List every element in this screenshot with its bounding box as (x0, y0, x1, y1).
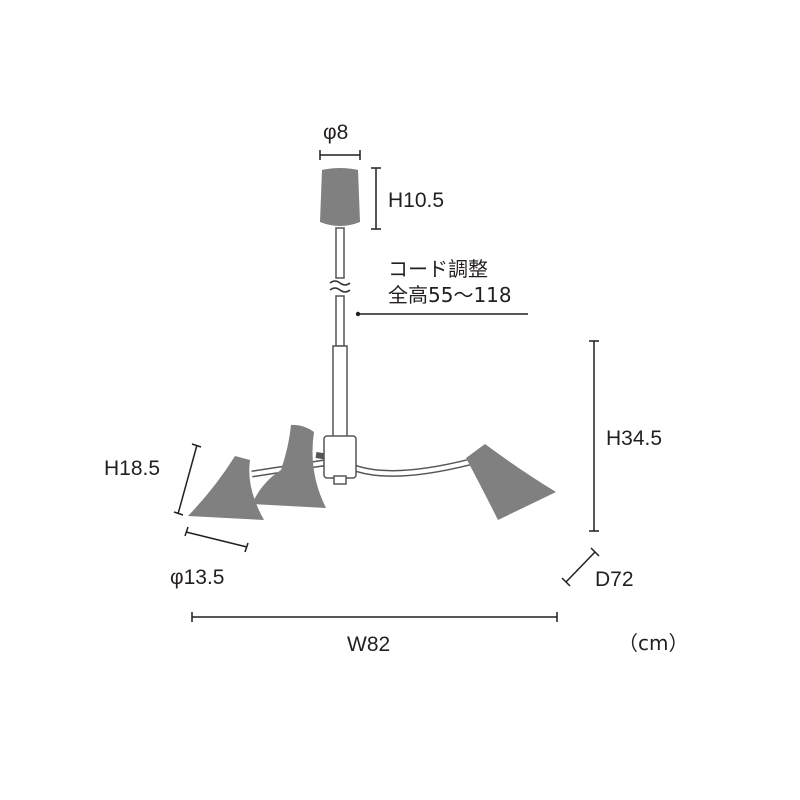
canopy-diameter-line (319, 150, 361, 160)
center-stem (332, 345, 348, 439)
ceiling-canopy (320, 168, 360, 226)
right-arm-inner (351, 460, 471, 476)
depth-label: D72 (595, 568, 634, 591)
canopy-diameter-label: φ8 (323, 121, 349, 144)
unit-label: （cm） (618, 631, 689, 655)
body-height-label: H34.5 (606, 427, 663, 450)
pendant-lamp-drawing (188, 168, 556, 520)
body-height-line (589, 340, 599, 532)
shade-diameter-label: φ13.5 (170, 566, 225, 589)
upper-cord (335, 227, 345, 279)
dimension-lines (173, 150, 600, 622)
front-shade (252, 424, 326, 508)
total-height-range-label: 全高55〜118 (388, 283, 512, 307)
cord-adjust-label: コード調整 (388, 257, 488, 281)
hub-bottom (333, 475, 347, 485)
shade-height-line (173, 443, 202, 516)
width-label: W82 (347, 633, 391, 656)
lower-cord (335, 295, 345, 347)
cord-break-mark (329, 280, 351, 293)
shade-diameter-line (184, 526, 249, 553)
canopy-height-line (371, 167, 381, 230)
canopy-height-label: H10.5 (388, 189, 445, 212)
width-line (191, 612, 558, 622)
left-shade (188, 456, 264, 520)
center-hub (323, 435, 357, 479)
depth-line (561, 547, 600, 587)
right-shade (466, 444, 556, 520)
shade-height-label: H18.5 (104, 457, 161, 480)
